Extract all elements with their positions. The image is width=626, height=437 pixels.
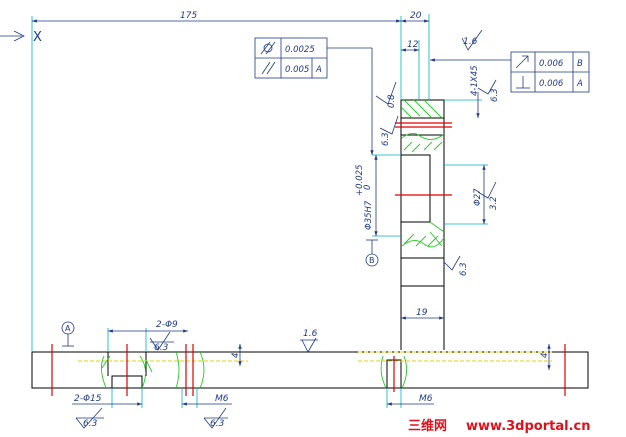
dim-step-right: 4 xyxy=(540,344,551,370)
axis-marker: X xyxy=(0,30,42,45)
svg-text:4-1X45: 4-1X45 xyxy=(470,65,480,96)
svg-text:0.8: 0.8 xyxy=(387,94,397,108)
axis-label: X xyxy=(33,30,42,45)
tolerance-frame-right: 0.006 B 0.006 A xyxy=(430,51,590,93)
svg-text:+0.025: +0.025 xyxy=(355,165,365,196)
svg-text:1.6: 1.6 xyxy=(303,329,318,339)
svg-text:6.3: 6.3 xyxy=(381,132,391,146)
svg-text:M6: M6 xyxy=(419,394,433,404)
svg-text:175: 175 xyxy=(180,11,197,21)
svg-text:4: 4 xyxy=(540,353,550,358)
dim-bore-diameter: Φ27 xyxy=(444,164,488,225)
roughness-holes-9: 6.3 xyxy=(149,331,174,353)
svg-text:Φ35H7: Φ35H7 xyxy=(364,200,374,230)
svg-text:A: A xyxy=(65,324,71,333)
svg-text:6.3: 6.3 xyxy=(210,419,225,429)
svg-text:三维网: 三维网 xyxy=(408,418,447,434)
flange-hidden-lines xyxy=(78,351,552,362)
svg-text:A: A xyxy=(576,79,583,89)
svg-text:0.0025: 0.0025 xyxy=(285,45,315,55)
svg-text:A: A xyxy=(315,65,322,75)
svg-text:2-Φ9: 2-Φ9 xyxy=(156,320,178,330)
roughness-chamfer-63: 6.3 xyxy=(477,79,500,102)
dim-thread-left: M6 xyxy=(181,388,232,408)
svg-text:3.2: 3.2 xyxy=(489,196,499,210)
svg-text:6.3: 6.3 xyxy=(459,262,469,276)
flange-outline xyxy=(31,351,589,389)
watermark: 三维网 www.3dportal.cn xyxy=(408,418,590,434)
roughness-flange-top: 1.6 xyxy=(300,329,318,353)
dim-hub-width: 20 xyxy=(401,11,430,100)
svg-text:B: B xyxy=(369,256,375,265)
svg-text:0.005: 0.005 xyxy=(285,65,309,75)
dim-holes-15: 2-Φ15 xyxy=(72,388,143,408)
roughness-hub-08: 0.8 xyxy=(375,81,397,108)
dim-hole-fit: Φ35H7 +0.025 0 xyxy=(355,154,401,237)
svg-text:0.006: 0.006 xyxy=(539,79,564,89)
roughness-holes-15: 6.3 xyxy=(75,407,104,429)
svg-text:4: 4 xyxy=(231,353,241,358)
dim-ring-width: 19 xyxy=(401,308,444,320)
svg-text:20: 20 xyxy=(410,11,422,21)
dim-holes-9: 2-Φ9 xyxy=(107,320,188,352)
svg-text:1.6: 1.6 xyxy=(463,37,478,47)
flange-center-lines xyxy=(51,344,566,396)
dim-overall-length: 175 xyxy=(31,11,402,352)
dim-chamfer: 4-1X45 xyxy=(444,65,482,118)
roughness-hub-63: 6.3 xyxy=(379,115,399,146)
svg-text:19: 19 xyxy=(416,308,428,318)
svg-text:M6: M6 xyxy=(215,394,229,404)
parallelism-icon xyxy=(261,61,276,75)
hub-center-lines xyxy=(395,122,452,196)
svg-text:0: 0 xyxy=(363,185,373,190)
cylindricity-icon xyxy=(260,41,276,55)
roughness-bore-32: 3.2 xyxy=(477,181,499,210)
datum-a: A xyxy=(61,321,75,347)
svg-text:6.3: 6.3 xyxy=(83,419,98,429)
roughness-top: 1.6 xyxy=(461,29,483,51)
flange-section-hatch xyxy=(101,351,407,389)
hub-outline xyxy=(400,99,445,350)
roughness-ring-63: 6.3 xyxy=(443,255,469,276)
svg-text:www.3dportal.cn: www.3dportal.cn xyxy=(466,419,590,434)
svg-text:12: 12 xyxy=(407,40,419,50)
hub-section-hatch xyxy=(401,99,445,248)
runout-icon xyxy=(515,55,529,69)
svg-text:0.006: 0.006 xyxy=(539,59,564,69)
svg-text:B: B xyxy=(577,59,583,69)
dim-thread-right: M6 xyxy=(386,388,434,408)
datum-b: B xyxy=(365,239,379,267)
dim-step-left: 4 xyxy=(231,344,242,366)
perpendicularity-icon xyxy=(516,76,530,89)
tolerance-frame-left: 0.0025 0.005 A xyxy=(254,37,374,155)
svg-text:6.3: 6.3 xyxy=(154,343,169,353)
roughness-m6: 6.3 xyxy=(203,407,228,429)
dim-hub-inner-width: 12 xyxy=(401,40,420,100)
svg-text:Φ27: Φ27 xyxy=(473,188,483,206)
svg-text:2-Φ15: 2-Φ15 xyxy=(74,394,102,404)
svg-text:6.3: 6.3 xyxy=(490,88,500,102)
